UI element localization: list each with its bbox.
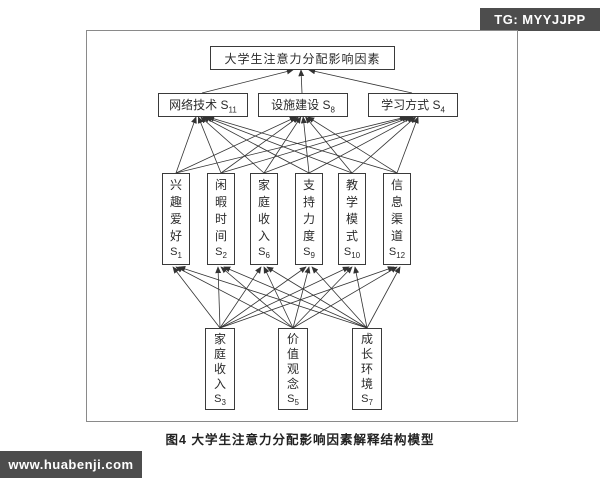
factor-symbol: S2: [215, 246, 227, 261]
factor-box-family-income-mid: 家庭收入 S6: [250, 173, 278, 265]
diagram-frame: [86, 30, 518, 422]
factor-box-info-channel: 信息渠道 S12: [383, 173, 411, 265]
factor-box-network-tech: 网络技术 S11: [158, 93, 248, 117]
factor-label: 学习方式 S4: [381, 97, 445, 115]
telegram-watermark-badge: TG: MYYJJPP: [480, 8, 600, 31]
root-factor-box: 大学生注意力分配影响因素: [210, 46, 395, 70]
website-watermark-badge: www.huabenji.com: [0, 451, 142, 478]
factor-box-growth-env: 成长环境 S7: [352, 328, 382, 410]
factor-label: 设施建设 S8: [271, 97, 335, 115]
factor-box-family-income-base: 家庭收入 S3: [205, 328, 235, 410]
factor-label: 信息渠道: [390, 178, 403, 243]
factor-symbol: S9: [303, 246, 315, 261]
factor-label: 价值观念: [286, 332, 299, 391]
factor-box-values: 价值观念 S5: [278, 328, 308, 410]
factor-box-support: 支持力度 S9: [295, 173, 323, 265]
factor-label: 支持力度: [302, 178, 315, 243]
factor-symbol: S1: [170, 246, 182, 261]
figure-caption: 图4 大学生注意力分配影响因素解释结构模型: [165, 433, 435, 447]
factor-label: 教学模式: [345, 178, 358, 243]
factor-box-study-method: 学习方式 S4: [368, 93, 458, 117]
root-factor-label: 大学生注意力分配影响因素: [224, 51, 381, 66]
factor-box-interest: 兴趣爱好 S1: [162, 173, 190, 265]
factor-label: 家庭收入: [257, 178, 270, 243]
factor-symbol: S3: [214, 393, 226, 408]
factor-label: 家庭收入: [213, 332, 226, 391]
factor-label: 网络技术 S11: [169, 97, 237, 115]
factor-symbol: S6: [258, 246, 270, 261]
factor-label: 闲暇时间: [214, 178, 227, 243]
factor-box-facility: 设施建设 S8: [258, 93, 348, 117]
factor-symbol: S12: [388, 246, 406, 261]
factor-box-leisure-time: 闲暇时间 S2: [207, 173, 235, 265]
factor-box-teaching-mode: 教学模式 S10: [338, 173, 366, 265]
factor-label: 兴趣爱好: [169, 178, 182, 243]
factor-symbol: S7: [361, 393, 373, 408]
factor-label: 成长环境: [360, 332, 373, 391]
factor-symbol: S10: [343, 246, 361, 261]
factor-symbol: S5: [287, 393, 299, 408]
